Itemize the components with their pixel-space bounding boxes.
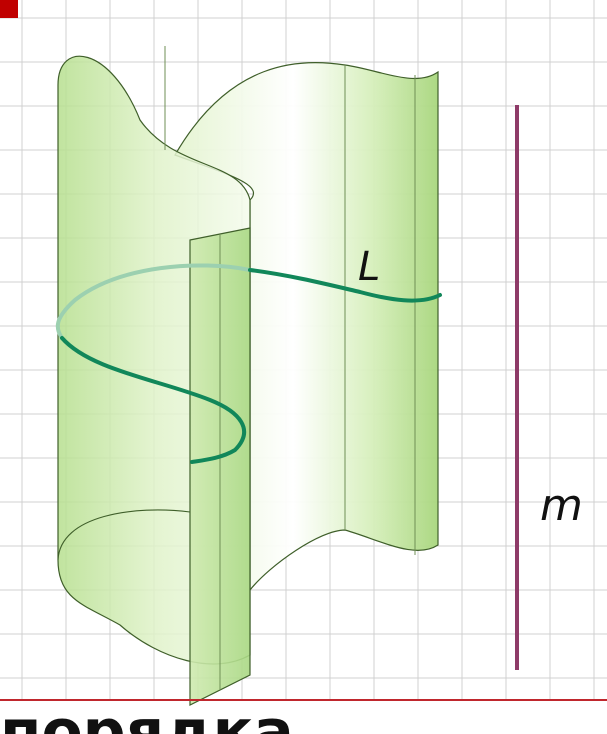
curve-hidden-segment [55, 263, 252, 340]
caption-partial-text: порядка [0, 697, 294, 734]
corner-marker [0, 0, 18, 18]
surface-bottom-arc [57, 509, 191, 561]
curve-label: L [358, 244, 380, 290]
curve-visible-back [248, 268, 442, 303]
curve-visible-front [60, 336, 247, 464]
line-label: m [540, 480, 583, 531]
